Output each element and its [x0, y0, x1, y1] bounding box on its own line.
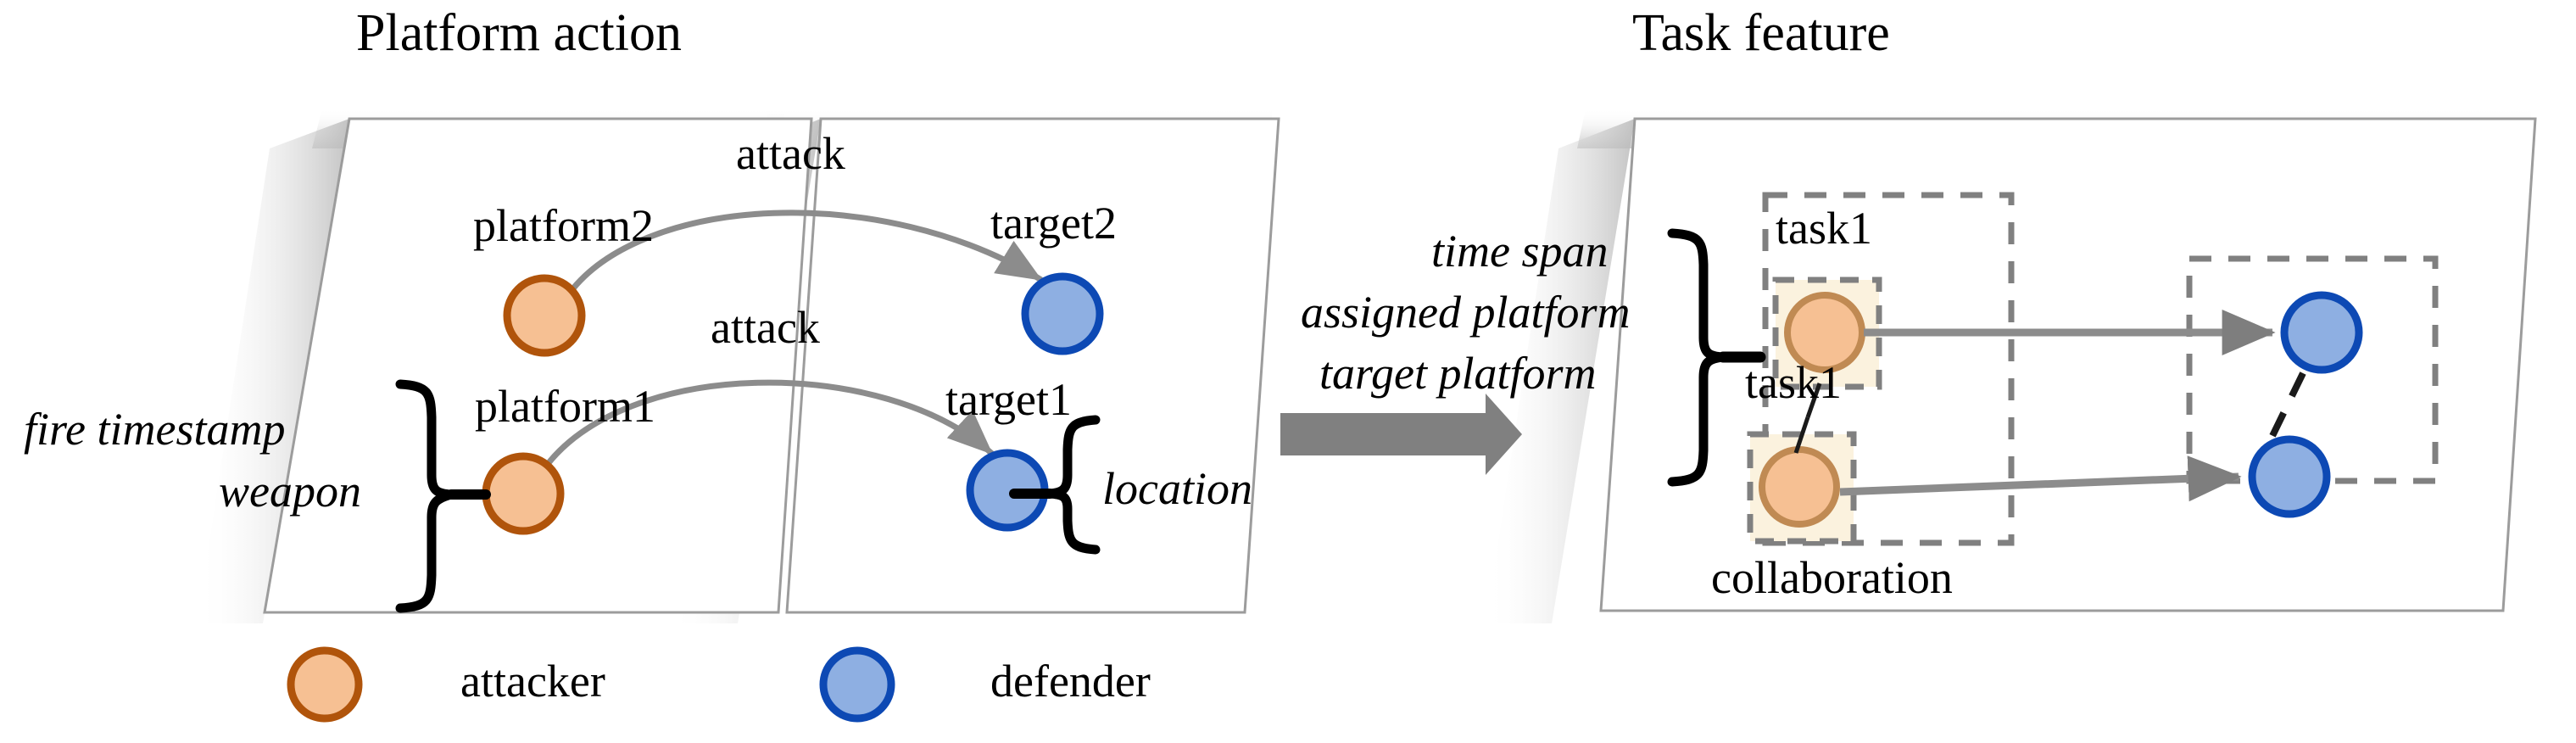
panel-platform-attacker — [263, 117, 813, 614]
node-platform1[interactable] — [482, 452, 565, 535]
panel-task-feature — [1599, 117, 2537, 612]
brace-label-weapon: weapon — [219, 466, 361, 517]
task-label-top: task1 — [1776, 203, 1872, 254]
node-target-bottom[interactable] — [2248, 435, 2331, 518]
node-task1-bottom[interactable] — [1759, 446, 1840, 528]
brace-task-attributes — [1667, 228, 1766, 487]
panel-platform-defender — [785, 117, 1280, 614]
task-label-bottom: task1 — [1745, 357, 1842, 408]
legend-label-attacker: attacker — [460, 656, 605, 707]
node-platform2[interactable] — [503, 274, 586, 357]
dashed-box-tasks — [1762, 192, 2015, 546]
edge-label-attack-bottom: attack — [711, 302, 820, 353]
brace-label-time-span: time span — [1431, 226, 1609, 277]
brace-label-assigned-platform: assigned platform — [1301, 287, 1631, 338]
brace-label-location: location — [1102, 463, 1252, 514]
node-label-target1: target1 — [945, 374, 1072, 425]
legend-swatch-defender — [819, 646, 895, 723]
brace-label-target-platform: target platform — [1319, 348, 1597, 399]
leader-task1-top — [1805, 383, 1822, 418]
brace-target-attributes — [1009, 415, 1101, 555]
node-target2[interactable] — [1021, 272, 1104, 355]
node-target-top[interactable] — [2280, 291, 2363, 374]
legend-swatch-attacker — [287, 646, 363, 723]
edge-task-bottom-to-target-bottom — [1839, 455, 2242, 502]
transition-arrow — [1280, 394, 1522, 475]
node-task1-top[interactable] — [1784, 292, 1865, 373]
node-label-target2: target2 — [990, 198, 1117, 249]
panel-title-task-feature: Task feature — [1632, 4, 1890, 62]
leader-task1-bottom — [1793, 416, 1810, 454]
node-label-platform2: platform2 — [473, 200, 654, 251]
label-collaboration: collaboration — [1711, 552, 1953, 603]
panel-title-platform-action: Platform action — [356, 4, 682, 62]
legend-label-defender: defender — [990, 656, 1151, 707]
edge-collaboration-dashed — [2267, 372, 2306, 441]
edge-label-attack-top: attack — [736, 128, 845, 179]
edge-attack-platform1-target1 — [540, 379, 995, 473]
edge-attack-platform2-target2 — [567, 209, 1043, 295]
node-label-platform1: platform1 — [475, 381, 655, 432]
brace-platform-attributes — [395, 379, 491, 613]
brace-label-fire-timestamp: fire timestamp — [24, 404, 286, 455]
